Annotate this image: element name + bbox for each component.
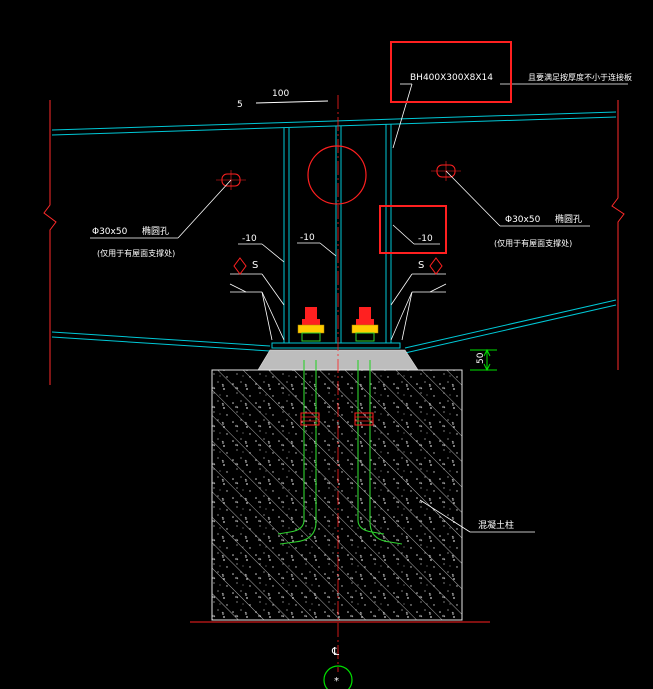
left-hole-note: (仅用于有屋面支撑处) — [97, 248, 175, 258]
slope-ratio: 5 — [237, 100, 243, 110]
rafter-bottom-flange-left — [51, 331, 271, 347]
bolt-nut-right — [351, 307, 379, 342]
axis-label: * — [334, 676, 339, 687]
rafter-bottom-flange-left-inner — [51, 336, 271, 352]
stiffener-callout-right — [392, 224, 440, 245]
right-slotted-hole — [431, 161, 590, 227]
stiffeners — [283, 124, 392, 343]
left-hole-spec: Φ30x50 — [92, 227, 128, 237]
beam-label-highlight-box — [390, 41, 512, 103]
bolt-nut-left — [297, 307, 325, 342]
stiffener-right-text: -10 — [418, 234, 433, 244]
centerline-mark: ℄ — [331, 645, 339, 658]
stiffener-right-highlight-box — [379, 205, 447, 254]
beam-note: 且要满足按厚度不小于连接板 — [528, 72, 632, 82]
stiffener-callout-left — [238, 243, 285, 263]
rafter-top-flange — [51, 111, 617, 131]
column-label: 混凝土柱 — [478, 519, 514, 531]
right-hole-spec: Φ30x50 — [505, 215, 541, 225]
web-opening-circle — [307, 145, 367, 205]
left-hole-name: 椭圆孔 — [142, 225, 169, 237]
concrete-column — [211, 369, 463, 621]
right-break-line — [611, 100, 625, 370]
weld-symbol-right — [390, 257, 447, 341]
stiffener-left-text: -10 — [242, 234, 257, 244]
column-label-group — [419, 499, 535, 533]
slope-run: 100 — [272, 89, 289, 99]
left-break-line — [43, 100, 57, 385]
anchor-bolt-right — [354, 360, 403, 545]
right-hole-name: 椭圆孔 — [555, 213, 582, 225]
weld-symbol-left — [229, 257, 285, 341]
left-slotted-hole — [90, 170, 246, 239]
grout-dimension — [470, 348, 497, 372]
right-hole-note: (仅用于有屋面支撑处) — [494, 238, 572, 248]
rafter-top-flange-inner — [51, 116, 617, 136]
beam-label: BH400X300X8X14 — [410, 73, 493, 83]
weld-left-text: S — [252, 260, 258, 271]
base-plate — [271, 342, 401, 349]
rafter-bottom-flange-right — [404, 299, 617, 349]
grout-dimension-text: 50 — [476, 352, 486, 364]
beam-label-group: BH400X300X8X14 且要满足按厚度不小于连接板 — [390, 41, 632, 149]
slope-indicator: 5 100 — [237, 89, 329, 110]
weld-right-text: S — [418, 260, 424, 271]
stiffener-callout-center — [297, 242, 337, 257]
rafter-beam — [51, 111, 617, 354]
stiffener-center-text: -10 — [300, 233, 315, 243]
rafter-bottom-flange-right-inner — [404, 304, 617, 354]
anchor-bolt-left — [277, 360, 320, 545]
break-lines — [43, 100, 625, 385]
axis-bubble: * — [323, 665, 353, 689]
